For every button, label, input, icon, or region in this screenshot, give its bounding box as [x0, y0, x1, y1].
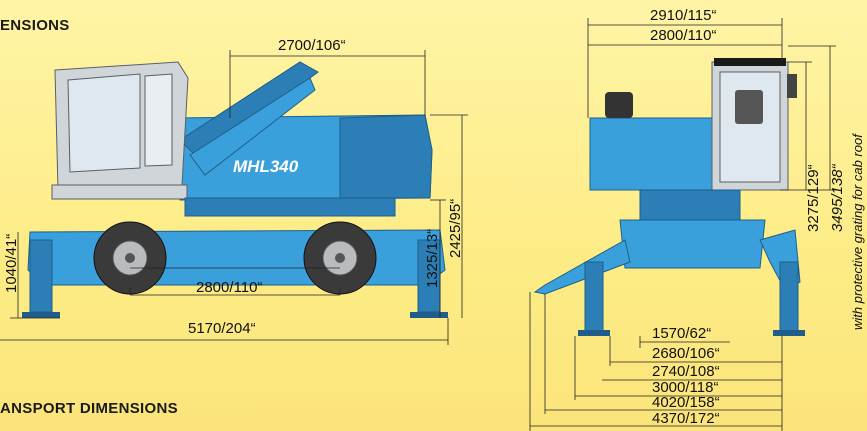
dim-outrigger-2680: 2680/106“	[652, 345, 720, 362]
dim-outrigger-2740: 2740/108“	[652, 363, 720, 380]
front-dimension-lines	[529, 18, 836, 431]
dim-overall-length: 5170/204“	[188, 320, 256, 337]
side-dimension-lines	[0, 50, 468, 345]
dim-wheelbase: 2800/110“	[196, 279, 262, 296]
heading-dimensions: ENSIONS	[0, 17, 70, 34]
dim-width-cab: 2800/110“	[650, 27, 716, 44]
dim-track: 1570/62“	[652, 325, 711, 342]
heading-transport-dimensions: ANSPORT DIMENSIONS	[0, 400, 178, 417]
dim-body-height: 2425/95“	[447, 199, 464, 258]
dim-upper-length: 2700/106“	[278, 37, 346, 54]
side-view-machine	[22, 61, 448, 318]
dim-outrigger-4020: 4020/158“	[652, 394, 720, 411]
dim-cab-height: 3275/129“	[805, 164, 822, 232]
front-view-machine	[533, 58, 805, 336]
dim-pivot-height: 1325/13“	[424, 229, 441, 288]
dim-width-top: 2910/115“	[650, 7, 716, 24]
model-label: MHL340	[233, 157, 299, 176]
grating-note: with protective grating for cab roof	[850, 133, 865, 330]
dim-ground-clearance: 1040/41“	[3, 234, 20, 293]
dim-outrigger-4370: 4370/172“	[652, 410, 720, 427]
dim-outrigger-3000: 3000/118“	[652, 379, 718, 396]
dim-cab-height-grating: 3495/138“	[829, 163, 846, 232]
